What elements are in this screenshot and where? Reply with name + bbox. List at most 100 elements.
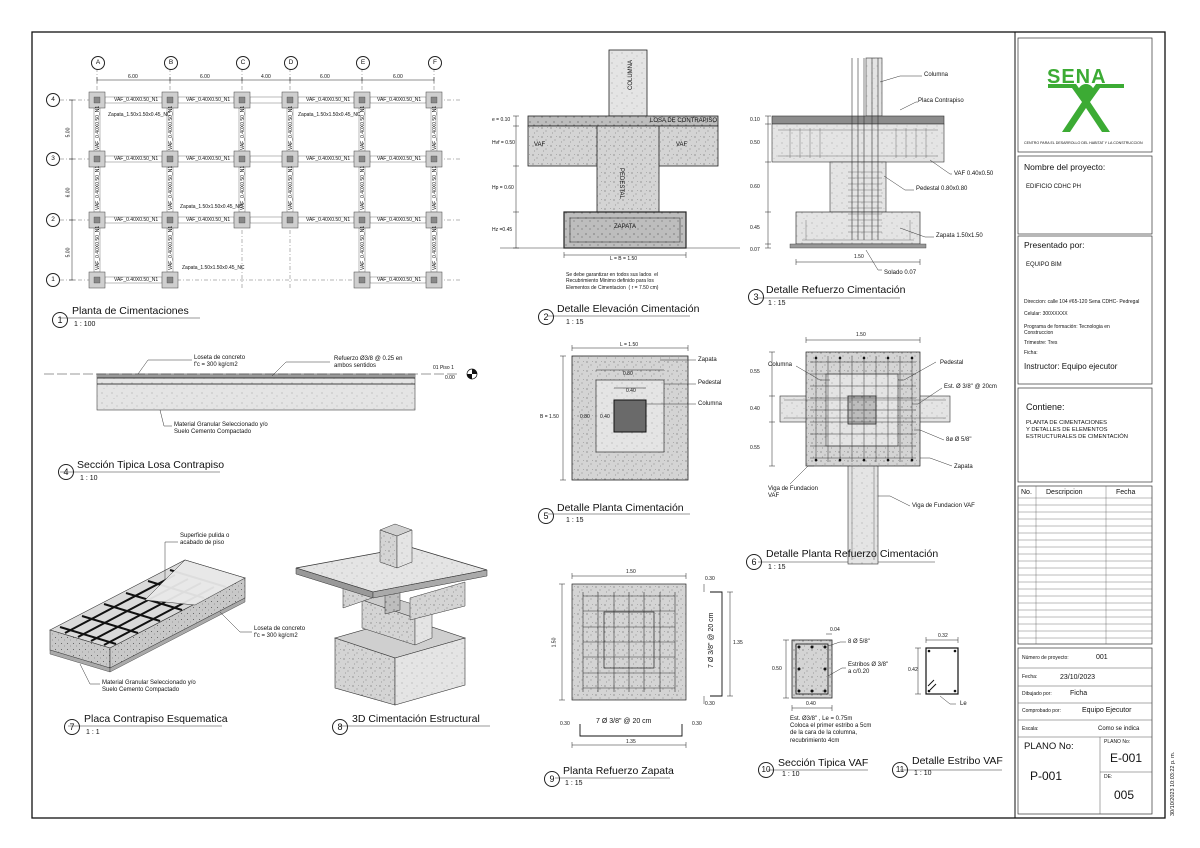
- detail-scale: 1 : 15: [768, 300, 786, 307]
- beam-label-vertical: VAF_0.40X0.50_N1: [95, 225, 101, 270]
- stirrup-note: Est. Ø3/8" , Le = 0.75m Coloca el primer…: [790, 716, 872, 744]
- project-name: EDIFICIO CDHC PH: [1026, 184, 1082, 190]
- detail-title: Detalle Estribo VAF: [912, 755, 1003, 767]
- beam-label-vertical: VAF_0.40X0.50_N1: [360, 225, 366, 270]
- detail-number: 7: [64, 719, 80, 735]
- checked-by-label: Comprobado por:: [1022, 708, 1061, 714]
- dim-32: 6.00: [65, 187, 72, 198]
- detail-number: 1: [52, 312, 68, 328]
- reinforcement-plan: [779, 351, 951, 565]
- scale-label: Escala:: [1022, 726, 1039, 732]
- grid-bubble-e: E: [356, 56, 370, 70]
- detail-number: 8: [332, 719, 348, 735]
- detail-scale: 1 : 10: [914, 770, 932, 777]
- callout-stirrups: Estribos Ø 3/8" a c/0.20: [848, 662, 889, 676]
- sheet-label: PLANO No:: [1024, 741, 1074, 752]
- detail-scale: 1 : 15: [768, 564, 786, 571]
- callout-rebar: Refuerzo Ø3/8 @ 0.25 en ambos sentidos: [334, 356, 403, 370]
- beam-label: VAF_0.40X0.50_N1: [377, 217, 422, 223]
- detail-title: Planta Refuerzo Zapata: [563, 765, 674, 777]
- dim: L = 1.50: [620, 342, 639, 348]
- dim-21: 5.00: [65, 247, 72, 258]
- callout-beam: Viga de Fundacion VAF: [912, 503, 975, 509]
- dim: 0.30: [692, 721, 702, 727]
- callout-pedestal: Pedestal: [698, 380, 722, 386]
- beam-label-vertical: VAF_0.40X0.50_N1: [240, 105, 246, 150]
- callout-footing: Zapata: [698, 357, 717, 363]
- beam-label-vertical: VAF_0.40X0.50_N1: [168, 225, 174, 270]
- dim: 1.50: [551, 637, 558, 648]
- beam-label: VAF_0.40X0.50_N1: [114, 217, 159, 223]
- total-sheets: 005: [1114, 788, 1135, 802]
- rebar-horizontal-label: 7 Ø 3/8" @ 20 cm: [596, 718, 652, 725]
- beam-label: VAF_0.40X0.50_N1: [186, 97, 231, 103]
- detail-number: 9: [544, 771, 560, 787]
- dim-43: 5.00: [65, 127, 72, 138]
- vaf-section: [791, 639, 833, 699]
- sheet-no-label: PLANO No:: [1104, 739, 1131, 745]
- dim: 0.40: [806, 701, 816, 707]
- dim: 1.50: [626, 569, 636, 575]
- dim: 1.35: [626, 739, 636, 745]
- detail-title: Sección Tipica VAF: [778, 757, 869, 769]
- callout-beam: Viga de Fundacion VAF: [768, 486, 818, 500]
- sena-logo: [1048, 84, 1124, 132]
- dim-hz: Hz =0.45: [492, 227, 513, 233]
- instructor: Instructor: Equipo ejecutor: [1024, 362, 1118, 371]
- callout-bars: 8 Ø 5/8": [848, 639, 870, 645]
- foundation-3d: [295, 523, 488, 706]
- grid-bubble-2: 2: [46, 213, 60, 227]
- beam-label-vertical: VAF_0.40X0.50_N1: [95, 165, 101, 210]
- detail-scale: 1 : 10: [80, 475, 98, 482]
- callout-footing: Zapata 1.50x1.50: [936, 233, 983, 239]
- beam-label: VAF_0.40X0.50_N1: [114, 156, 159, 162]
- dim: 0.04: [830, 627, 840, 633]
- detail-number: 11: [892, 762, 908, 778]
- detail-scale: 1 : 1: [86, 729, 100, 736]
- dim: 0.10: [750, 117, 760, 123]
- dim: 1.50: [854, 254, 864, 260]
- detail-title: Placa Contrapiso Esquematica: [84, 713, 228, 725]
- dim-ef: 6.00: [393, 74, 403, 80]
- grid-bubble-1: 1: [46, 273, 60, 287]
- callout-column: Columna: [768, 362, 793, 368]
- beam-label-vertical: VAF_0.40X0.50_N1: [288, 105, 294, 150]
- dim: 0.30: [705, 701, 715, 707]
- detail-scale: 1 : 15: [566, 517, 584, 524]
- beam-label: VAF_0.40X0.50_N1: [186, 217, 231, 223]
- cover-note: Se debe garantizar en todos sus lados el…: [566, 272, 659, 291]
- detail-number: 4: [58, 464, 74, 480]
- grid-bubble-f: F: [428, 56, 442, 70]
- revision-no-header: No.: [1021, 489, 1032, 496]
- quarter: Trimestre: Tres: [1024, 340, 1058, 346]
- beam-label: VAF_0.40X0.50_N1: [114, 277, 159, 283]
- beam-label-vertical: VAF_0.40X0.50_N1: [360, 165, 366, 210]
- level-value: 0.00: [445, 375, 455, 381]
- callout-pedestal: Pedestal 0.80x0.80: [916, 186, 968, 192]
- callout-slab: Placa Contrapiso: [918, 98, 964, 104]
- dim-ab: 6.00: [128, 74, 138, 80]
- footing-nc-label: Zapata_1.50x1.50x0.45_NC: [182, 265, 245, 271]
- stirrup-detail: [925, 647, 959, 695]
- dim: 0.55: [750, 369, 760, 375]
- dim: 0.30: [560, 721, 570, 727]
- dim: 0.42: [908, 667, 918, 673]
- dim-de: 6.00: [320, 74, 330, 80]
- beam-label-vertical: VAF_0.40X0.50_N1: [432, 105, 438, 150]
- rebar-vertical-label: 7 Ø 3/8" @ 20 cm: [708, 612, 715, 668]
- date-label: Fecha:: [1022, 674, 1038, 680]
- drawn-by-label: Dibujado por:: [1022, 691, 1052, 697]
- beam-label: VAF_0.40X0.50_N1: [377, 156, 422, 162]
- grid-bubble-b: B: [164, 56, 178, 70]
- beam-label: VAF_0.40X0.50_N1: [306, 217, 351, 223]
- date: 23/10/2023: [1060, 674, 1096, 681]
- detail-number: 5: [538, 508, 554, 524]
- footing-nc-label: Zapata_1.50x1.50x0.45_NC: [108, 112, 171, 118]
- beam-label: VAF_0.40X0.50_N1: [186, 156, 231, 162]
- dim: 0.45: [750, 225, 760, 231]
- dim: 0.50: [772, 666, 782, 672]
- callout-subgrade: Material Granular Seleccionado y/o Suelo…: [102, 680, 196, 694]
- footing-label: ZAPATA: [614, 224, 637, 230]
- callout-column: Columna: [924, 72, 949, 78]
